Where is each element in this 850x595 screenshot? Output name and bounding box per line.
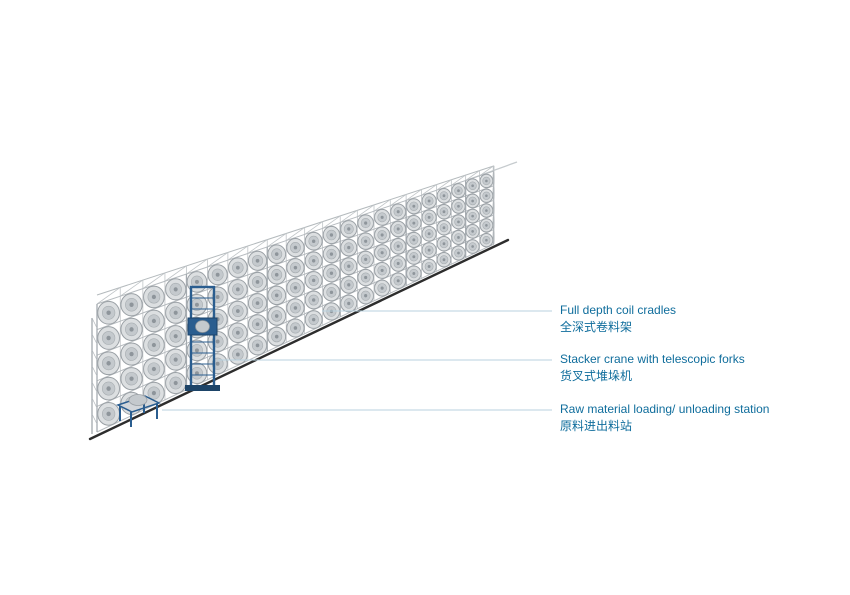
callout-loading-station-en: Raw material loading/ unloading station — [560, 402, 770, 416]
callout-loading-station-zh: 原料进出料站 — [560, 419, 633, 433]
callout-stacker-crane: Stacker crane with telescopic forks 货叉式堆… — [560, 352, 745, 383]
callout-coil-cradles: Full depth coil cradles 全深式卷料架 — [560, 303, 676, 334]
callout-stacker-crane-zh: 货叉式堆垛机 — [560, 369, 633, 383]
callout-loading-station: Raw material loading/ unloading station … — [560, 402, 769, 433]
callout-coil-cradles-en: Full depth coil cradles — [560, 303, 677, 317]
callout-stacker-crane-en: Stacker crane with telescopic forks — [560, 352, 745, 366]
callout-coil-cradles-zh: 全深式卷料架 — [560, 320, 633, 334]
